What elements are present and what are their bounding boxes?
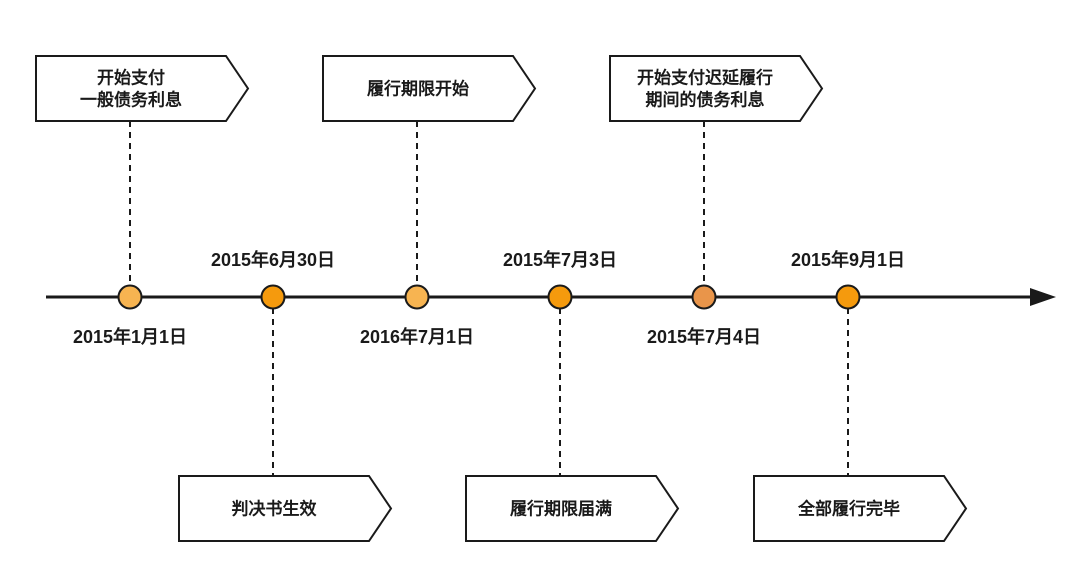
event-date-label: 2015年7月4日 xyxy=(647,326,761,347)
timeline-event: 履行期限届满 2015年7月3日 xyxy=(465,249,680,542)
event-label-box xyxy=(465,475,680,542)
event-marker xyxy=(117,284,143,310)
event-label-box xyxy=(178,475,393,542)
event-label-line: 履行期限届满 xyxy=(510,499,612,520)
timeline-event: 履行期限开始 2016年7月1日 xyxy=(322,55,537,347)
event-label-box xyxy=(35,55,250,122)
event-label-box xyxy=(753,475,968,542)
event-date-label: 2015年6月30日 xyxy=(211,249,335,270)
event-marker xyxy=(404,284,430,310)
event-label-line: 期间的债务利息 xyxy=(646,90,765,111)
event-label-line: 履行期限开始 xyxy=(367,79,469,100)
event-label-line: 开始支付迟延履行 xyxy=(637,68,773,89)
timeline-event: 全部履行完毕 2015年9月1日 xyxy=(753,249,968,542)
event-label-box xyxy=(609,55,824,122)
timeline-event: 判决书生效 2015年6月30日 xyxy=(178,249,393,542)
event-label-line: 全部履行完毕 xyxy=(797,499,900,520)
event-marker xyxy=(691,284,717,310)
event-marker xyxy=(835,284,861,310)
event-date-label: 2016年7月1日 xyxy=(360,326,474,347)
event-marker xyxy=(547,284,573,310)
timeline-arrowhead xyxy=(1030,288,1056,306)
event-label-line: 开始支付 xyxy=(97,68,165,89)
event-marker xyxy=(260,284,286,310)
event-label-box xyxy=(322,55,537,122)
event-label-line: 一般债务利息 xyxy=(80,90,182,111)
event-date-label: 2015年1月1日 xyxy=(73,326,187,347)
event-date-label: 2015年7月3日 xyxy=(503,249,617,270)
event-date-label: 2015年9月1日 xyxy=(791,249,905,270)
event-label-line: 判决书生效 xyxy=(232,499,317,520)
